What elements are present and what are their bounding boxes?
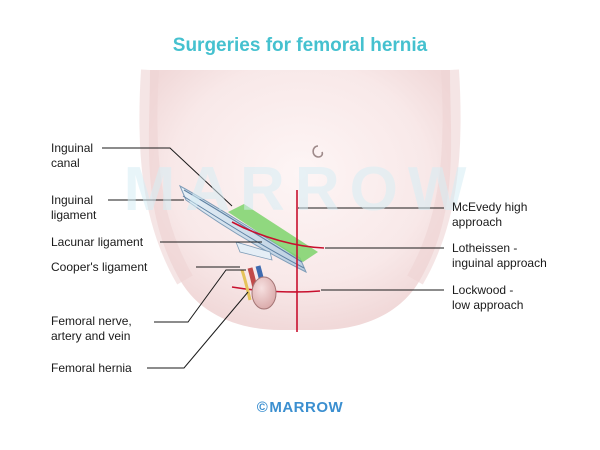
- label-inguinal-canal: Inguinal canal: [51, 141, 93, 171]
- label-text: Inguinal canal: [51, 141, 94, 170]
- leader-femoral-nerve: [154, 269, 246, 323]
- inguinal-canal-shape: [178, 184, 307, 274]
- label-coopers-ligament: Cooper's ligament: [51, 260, 148, 274]
- lockwood-incision-line: [231, 286, 321, 293]
- label-text: McEvedy high approach: [452, 200, 528, 229]
- label-lotheissen-approach: Lotheissen - inguinal approach: [452, 241, 547, 271]
- label-lockwood-approach: Lockwood - low approach: [452, 283, 523, 313]
- torso-silhouette: [148, 70, 452, 330]
- label-femoral-hernia: Femoral hernia: [51, 361, 132, 375]
- lotheissen-incision-line: [231, 221, 325, 249]
- navel: [312, 145, 324, 158]
- label-text: Inguinal ligament: [51, 193, 97, 222]
- label-mcevedy-approach: McEvedy high approach: [452, 200, 527, 230]
- copyright-symbol: ©: [256, 399, 269, 416]
- label-femoral-nerve-artery-vein: Femoral nerve, artery and vein: [51, 314, 132, 344]
- leader-inguinal-canal: [102, 147, 233, 207]
- footer-brand: ©MARROW: [0, 399, 600, 416]
- leader-femoral-hernia: [147, 291, 249, 369]
- label-text: Lockwood - low approach: [452, 283, 524, 312]
- femoral-hernia-sac: [251, 276, 277, 310]
- label-text: Lotheissen - inguinal approach: [452, 241, 547, 270]
- right-leader-lines: [298, 207, 444, 291]
- watermark-text: MARROW: [124, 155, 477, 224]
- label-text: Femoral nerve, artery and vein: [51, 314, 132, 343]
- label-inguinal-ligament: Inguinal ligament: [51, 193, 96, 223]
- page-title: Surgeries for femoral hernia: [172, 35, 428, 56]
- left-leader-lines: [102, 147, 262, 369]
- brand-name: MARROW: [269, 399, 344, 416]
- label-lacunar-ligament: Lacunar ligament: [51, 235, 144, 249]
- ligament-highlight: [228, 204, 318, 262]
